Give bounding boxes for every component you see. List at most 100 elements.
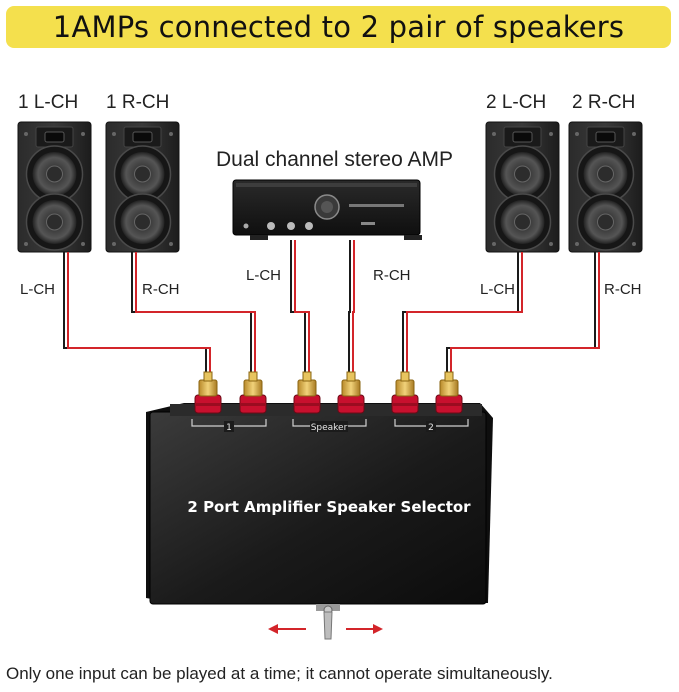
- stereo-amplifier: [232, 179, 422, 240]
- toggle-direction-arrows: [268, 624, 383, 634]
- wire-black: [348, 240, 351, 378]
- amplifier-top-edge: [236, 183, 417, 187]
- wire-speaker-2-right: [446, 252, 600, 378]
- woofer-dust-cap: [134, 213, 151, 231]
- tweeter-throat: [132, 131, 153, 143]
- binding-post-1: [194, 371, 222, 414]
- wire-red: [135, 252, 256, 378]
- wire-label-2-right: R-CH: [604, 281, 642, 298]
- speaker-1-right-label: 1 R-CH: [106, 92, 170, 113]
- wire-amp-left: [290, 240, 310, 378]
- speaker-1-left-label: 1 L-CH: [18, 92, 79, 113]
- cabinet-screw: [549, 132, 553, 136]
- port-group-label: 1: [226, 423, 232, 433]
- selector-box-title: 2 Port Amplifier Speaker Selector: [187, 498, 471, 516]
- left-arrow-head: [268, 624, 278, 634]
- binding-post-ring: [338, 403, 364, 406]
- cabinet-screw: [575, 132, 579, 136]
- binding-post-4: [337, 371, 365, 414]
- cabinet-screw: [575, 242, 579, 246]
- speaker-selector-box: 1 Speaker 2 2 Port Amplifier Speaker Select…: [146, 403, 493, 640]
- binding-post-ring: [392, 403, 418, 406]
- wire-red: [406, 252, 523, 378]
- cabinet-screw: [632, 132, 636, 136]
- binding-post-ring: [240, 403, 266, 406]
- wire-label-2-left: L-CH: [480, 281, 516, 298]
- port-group-label-bg: [310, 421, 348, 432]
- wire-amp-right: [348, 240, 355, 378]
- binding-post-tip: [400, 371, 410, 382]
- binding-post-collar: [341, 379, 361, 397]
- woofer-dust-cap: [514, 165, 531, 183]
- wire-black: [402, 252, 519, 378]
- wire-red: [294, 240, 310, 378]
- binding-post-tip: [248, 371, 258, 382]
- port-group-label-bg: [224, 421, 234, 432]
- cabinet-screw: [549, 242, 553, 246]
- wire-speaker-1-right: [131, 252, 256, 378]
- binding-post-tip: [302, 371, 312, 382]
- woofer-dust-cap: [514, 213, 531, 231]
- binding-post-tip: [346, 371, 356, 382]
- speaker-2-right-label: 2 R-CH: [572, 92, 636, 113]
- footnote: Only one input can be played at a time; …: [6, 664, 553, 683]
- cabinet-screw: [24, 132, 28, 136]
- wire-label-amp-left: L-CH: [246, 267, 282, 284]
- cabinet-screw: [169, 242, 173, 246]
- port-group-label: 2: [428, 423, 434, 433]
- binding-post-6: [435, 371, 463, 414]
- wire-label-amp-right: R-CH: [373, 267, 411, 284]
- cabinet-screw: [81, 242, 85, 246]
- wire-black: [290, 240, 306, 378]
- cabinet-screw: [24, 242, 28, 246]
- display-indicator: [361, 222, 375, 225]
- title-banner: 1AMPs connected to 2 pair of speakers: [6, 6, 671, 48]
- woofer-dust-cap: [597, 213, 614, 231]
- cabinet-screw: [492, 242, 496, 246]
- cabinet-screw: [169, 132, 173, 136]
- right-arrow-head: [373, 624, 383, 634]
- speaker-cabinet-2: [105, 121, 180, 253]
- amplifier-title: Dual channel stereo AMP: [216, 148, 453, 171]
- cabinet-screw: [81, 132, 85, 136]
- binding-post-collar: [243, 379, 263, 397]
- power-button: [243, 223, 249, 229]
- toggle-switch-lever: [323, 611, 333, 640]
- binding-post-ring: [195, 403, 221, 406]
- wire-speaker-2-left: [402, 252, 523, 378]
- tweeter-throat: [44, 131, 65, 143]
- amplifier-foot: [404, 235, 422, 240]
- speaker-cabinet-3: [485, 121, 560, 253]
- binding-post-ring: [436, 403, 462, 406]
- port-group-label-bg: [426, 421, 436, 432]
- wire-black: [131, 252, 252, 378]
- wire-red: [67, 252, 211, 378]
- binding-post-2: [239, 371, 267, 414]
- binding-post-5: [391, 371, 419, 414]
- wire-red: [352, 240, 355, 378]
- wire-speaker-1-left: [63, 252, 211, 378]
- amplifier-foot: [250, 235, 268, 240]
- wire-label-1-left: L-CH: [20, 281, 56, 298]
- disc-slot: [349, 204, 404, 207]
- woofer-dust-cap: [134, 165, 151, 183]
- binding-post-collar: [439, 379, 459, 397]
- page-title: 1AMPs connected to 2 pair of speakers: [52, 10, 625, 44]
- cabinet-screw: [112, 132, 116, 136]
- cabinet-screw: [632, 242, 636, 246]
- cabinet-screw: [492, 132, 496, 136]
- binding-post-collar: [297, 379, 317, 397]
- tweeter-throat: [595, 131, 616, 143]
- binding-post-tip: [444, 371, 454, 382]
- woofer-dust-cap: [46, 165, 63, 183]
- port-group-label: Speaker: [311, 423, 348, 433]
- speaker-cabinet-4: [568, 121, 643, 253]
- wire-red: [450, 252, 600, 378]
- cabinet-screw: [112, 242, 116, 246]
- binding-post-3: [293, 371, 321, 414]
- tone-knob: [267, 222, 275, 230]
- tweeter-throat: [512, 131, 533, 143]
- speaker-2-left-label: 2 L-CH: [486, 92, 547, 113]
- woofer-dust-cap: [46, 213, 63, 231]
